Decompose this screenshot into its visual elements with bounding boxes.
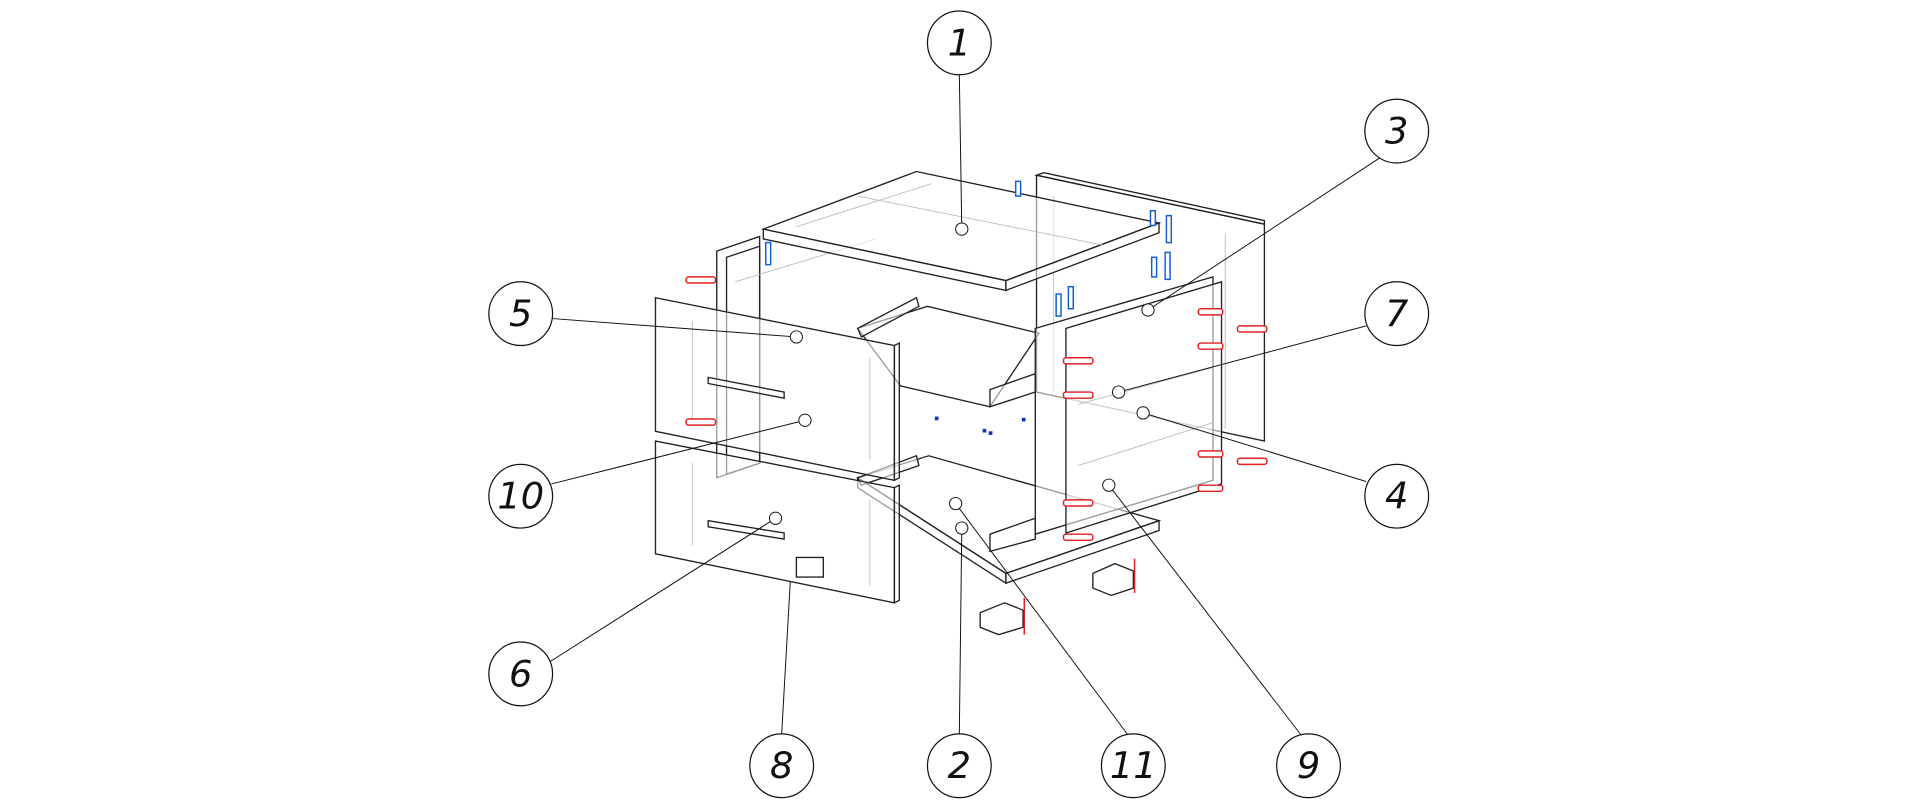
svg-text:7: 7 — [1385, 292, 1409, 335]
callout-3: 3 — [1364, 98, 1430, 164]
svg-text:5: 5 — [509, 292, 532, 335]
middle-shelf — [856, 296, 1041, 435]
svg-text:9: 9 — [1297, 744, 1320, 787]
callout-5: 5 — [488, 281, 554, 347]
svg-text:10: 10 — [497, 475, 544, 518]
callout-2: 2 — [926, 733, 992, 799]
dowels — [685, 276, 1268, 542]
adjustable-foot — [979, 597, 1026, 636]
svg-text:6: 6 — [509, 652, 532, 695]
svg-text:4: 4 — [1385, 475, 1408, 518]
callout-11: 11 — [1100, 733, 1166, 799]
svg-text:1: 1 — [948, 21, 971, 64]
leader-lines — [549, 74, 1380, 736]
cam-fasteners — [765, 180, 1173, 317]
callout-1: 1 — [926, 10, 992, 76]
callout-8: 8 — [749, 733, 815, 799]
svg-text:8: 8 — [770, 744, 793, 787]
callout-4: 4 — [1364, 463, 1430, 529]
svg-text:11: 11 — [1110, 744, 1157, 787]
callout-6: 6 — [488, 641, 554, 707]
leader-anchors — [768, 222, 1155, 535]
svg-text:3: 3 — [1385, 110, 1408, 153]
callout-10: 10 — [488, 463, 554, 529]
callout-9: 9 — [1276, 733, 1341, 799]
drawer-front-upper — [654, 296, 900, 482]
callout-7: 7 — [1364, 281, 1430, 347]
adjustable-foot — [1092, 558, 1136, 597]
svg-text:2: 2 — [948, 744, 971, 787]
